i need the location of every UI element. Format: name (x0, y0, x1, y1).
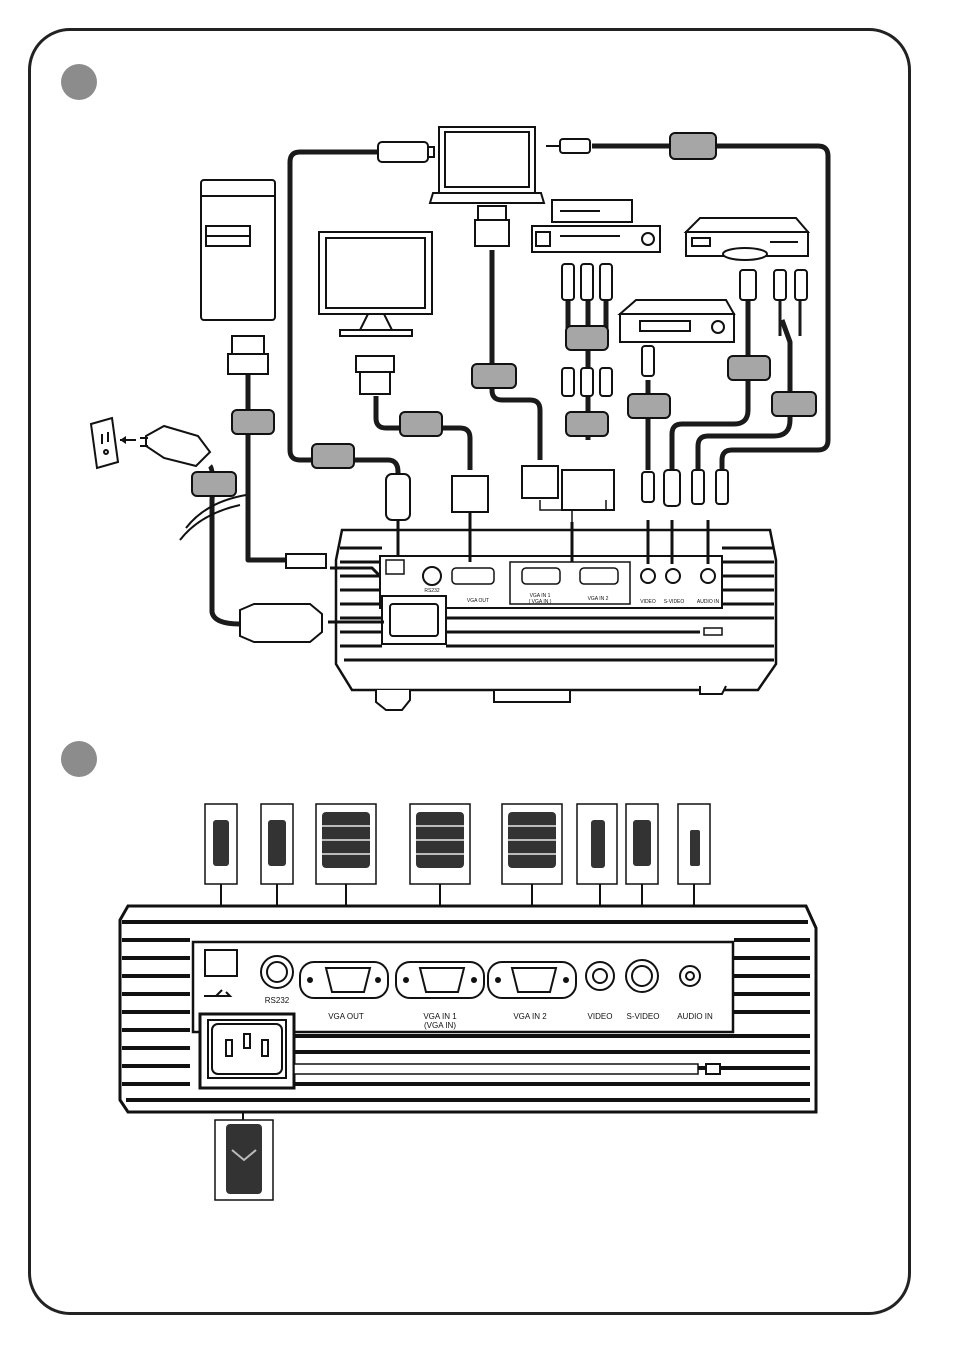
vcr-icon (620, 300, 734, 342)
dvd-player-icon (532, 200, 660, 252)
port-label-vga-out: VGA OUT (328, 1012, 364, 1021)
pc-tower-icon (201, 180, 275, 320)
usb-port[interactable] (205, 950, 237, 976)
port-label-video: VIDEO (588, 1012, 613, 1021)
top-port-label-svideo: S-VIDEO (664, 599, 685, 605)
projector-rear-panel (120, 906, 816, 1112)
top-port-label-audio-in: AUDIO IN (697, 599, 720, 605)
section-marker-1 (61, 64, 97, 100)
kensington-lock-icon (706, 1064, 720, 1074)
port-label-rs232: RS232 (265, 996, 290, 1005)
top-port-label-vga-in1-sub: ( VGA IN ) (529, 599, 552, 605)
port-label-audio-in: AUDIO IN (677, 1012, 713, 1021)
monitor-icon (319, 232, 432, 336)
top-port-label-vga-in2: VGA IN 2 (588, 596, 609, 602)
power-plug-icon (140, 426, 210, 466)
port-label-vga-in1: VGA IN 1 (423, 1012, 457, 1021)
port-label-vga-in1-sub: (VGA IN) (424, 1021, 456, 1030)
top-port-label-rs232: RS232 (424, 588, 440, 594)
notebook-icon (430, 127, 544, 203)
section-marker-2 (61, 741, 97, 777)
port-label-svideo: S-VIDEO (627, 1012, 660, 1021)
port-label-vga-in2: VGA IN 2 (513, 1012, 547, 1021)
dvd-deck-icon (686, 218, 808, 260)
top-port-label-vga-out: VGA OUT (467, 598, 489, 604)
wall-outlet-icon (91, 418, 118, 468)
projector-top (336, 530, 776, 710)
top-port-label-video: VIDEO (640, 599, 656, 605)
